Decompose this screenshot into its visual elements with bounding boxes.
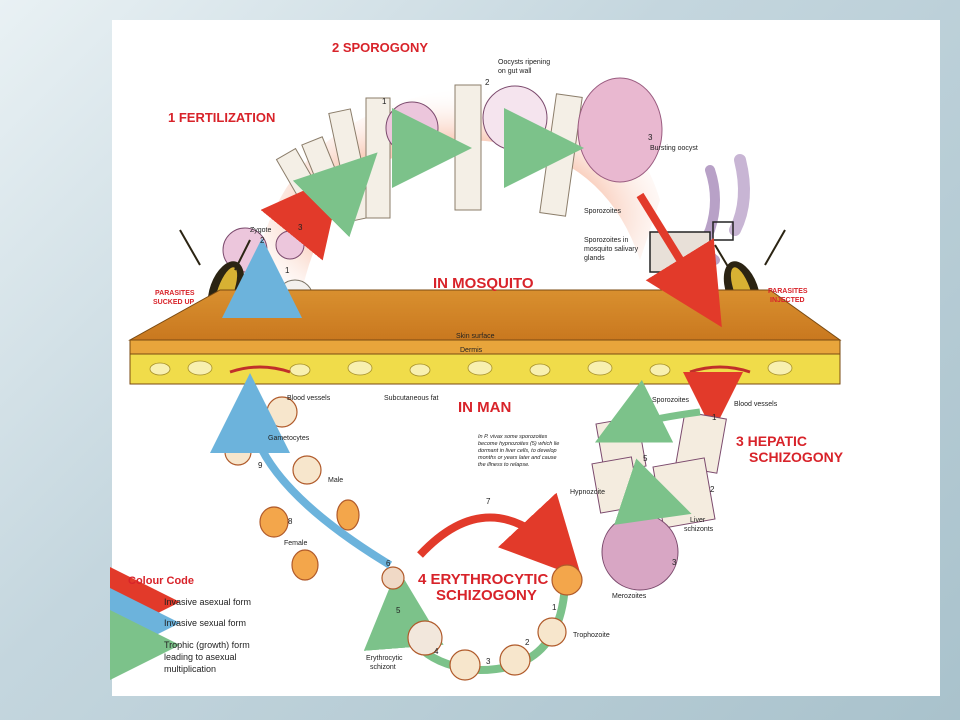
- fat-cells: [149, 360, 793, 377]
- label-male: Male: [328, 477, 343, 484]
- liver-schizont-bursting: [601, 513, 679, 591]
- label-liver-2: schizonts: [684, 526, 714, 533]
- num-top-3: 3: [648, 133, 653, 142]
- label-blood-vessels-right: Blood vessels: [734, 401, 778, 408]
- num-ery-7: 7: [486, 497, 491, 506]
- blood-vessel-right: [689, 365, 751, 374]
- label-salivary-3: glands: [584, 255, 605, 262]
- num-zyg-3: 3: [298, 223, 303, 232]
- num-zyg-2: 2: [260, 236, 265, 245]
- label-oocysts-1: Oocysts ripening: [498, 59, 550, 66]
- num-liver-1: 1: [712, 413, 717, 422]
- label-sporozoites: Sporozoites: [584, 208, 621, 215]
- label-bursting: Bursting oocyst: [650, 145, 698, 152]
- zone-mosquito: IN MOSQUITO: [433, 275, 534, 292]
- arrow-liver-green: [594, 379, 701, 443]
- num-liver-5: 5: [643, 454, 648, 463]
- num-top-1: 1: [382, 97, 387, 106]
- num-liver-3: 3: [672, 558, 677, 567]
- num-top-2: 2: [485, 78, 490, 87]
- legend-invasive-asexual: Invasive asexual form: [164, 597, 251, 607]
- label-sucked-2: SUCKED UP: [153, 299, 195, 306]
- label-blood-vessels-left: Blood vessels: [287, 395, 331, 402]
- label-trophozoite: Trophozoite: [573, 632, 610, 639]
- stage-hepatic-2: SCHIZOGONY: [749, 449, 844, 465]
- stage-erythro-1: 4 ERYTHROCYTIC: [418, 571, 548, 588]
- oocyst-2: [482, 85, 548, 151]
- num-ery-1: 1: [552, 603, 557, 612]
- num-ery-5: 5: [396, 606, 401, 615]
- num-ery-4: 4: [434, 647, 439, 656]
- label-vivax-5: the illness to relapse.: [478, 462, 530, 468]
- arrow-cycle-7: [417, 492, 582, 579]
- label-vivax-3: dormant in liver cells, to develop: [478, 448, 557, 454]
- label-ery-schizont-2: schizont: [370, 664, 396, 671]
- label-subcutaneous: Subcutaneous fat: [384, 395, 439, 402]
- label-vivax-2: become hypnozoites (5) which lie: [478, 441, 559, 447]
- stage-fertilization: 1 FERTILIZATION: [168, 110, 275, 125]
- arrow-gut-1: [292, 152, 378, 238]
- label-liver-1: Liver: [690, 517, 706, 524]
- ookinete-cell: [275, 230, 305, 260]
- label-vivax-1: In P. vivax some sporozoites: [478, 434, 548, 440]
- stage-sporogony: 2 SPOROGONY: [332, 40, 428, 55]
- arrow-sexual-blue: [210, 373, 393, 569]
- zone-man: IN MAN: [458, 399, 511, 416]
- label-gametocytes: Gametocytes: [268, 435, 310, 442]
- salivary-inset-small: [712, 221, 734, 241]
- num-ery-6: 6: [386, 559, 391, 568]
- stage-erythro-2: SCHIZOGONY: [436, 587, 537, 604]
- arrow-injected: [636, 192, 722, 328]
- label-salivary-1: Sporozoites in: [584, 237, 628, 244]
- label-female: Female: [284, 540, 307, 547]
- blood-vessel-left: [229, 365, 291, 374]
- legend-invasive-sexual: Invasive sexual form: [164, 618, 246, 628]
- legend-arrows: [110, 567, 180, 680]
- num-8: 8: [288, 517, 293, 526]
- label-vivax-4: months or years later and cause: [478, 455, 557, 461]
- bursting-oocyst: [577, 77, 663, 183]
- skin-dermis-layer: [129, 339, 841, 355]
- label-hypnozoite: Hypnozoite: [570, 489, 605, 496]
- stage-hepatic-1: 3 HEPATIC: [736, 433, 807, 449]
- label-injected-1: PARASITES: [768, 288, 808, 295]
- num-liver-2: 2: [710, 485, 715, 494]
- label-injected-2: INJECTED: [770, 297, 805, 304]
- num-9: 9: [258, 461, 263, 470]
- label-dermis: Dermis: [460, 347, 483, 354]
- label-skin-surface: Skin surface: [456, 333, 495, 340]
- salivary-gland-2: [729, 154, 750, 236]
- num-ery-2: 2: [525, 638, 530, 647]
- liver-cells: [591, 411, 727, 529]
- label-merozoites: Merozoites: [612, 593, 647, 600]
- label-sporozoites-man: Sporozoites: [652, 397, 689, 404]
- legend-title: Colour Code: [128, 575, 194, 587]
- legend-trophic-1: Trophic (growth) form: [164, 640, 250, 650]
- arrow-liver-down: [614, 458, 692, 525]
- legend-trophic-2: leading to asexual: [164, 652, 237, 662]
- label-ery-schizont-1: Erythrocytic: [366, 655, 403, 662]
- label-zygote: Zygote: [250, 227, 272, 234]
- erythrocytes-cycle: [381, 564, 583, 681]
- label-salivary-2: mosquito salivary: [584, 246, 639, 253]
- label-oocysts-2: on gut wall: [498, 68, 532, 75]
- legend-trophic-3: multiplication: [164, 664, 216, 674]
- label-sucked-1: PARASITES: [155, 290, 195, 297]
- num-zyg-1: 1: [285, 266, 290, 275]
- num-ery-3: 3: [486, 657, 491, 666]
